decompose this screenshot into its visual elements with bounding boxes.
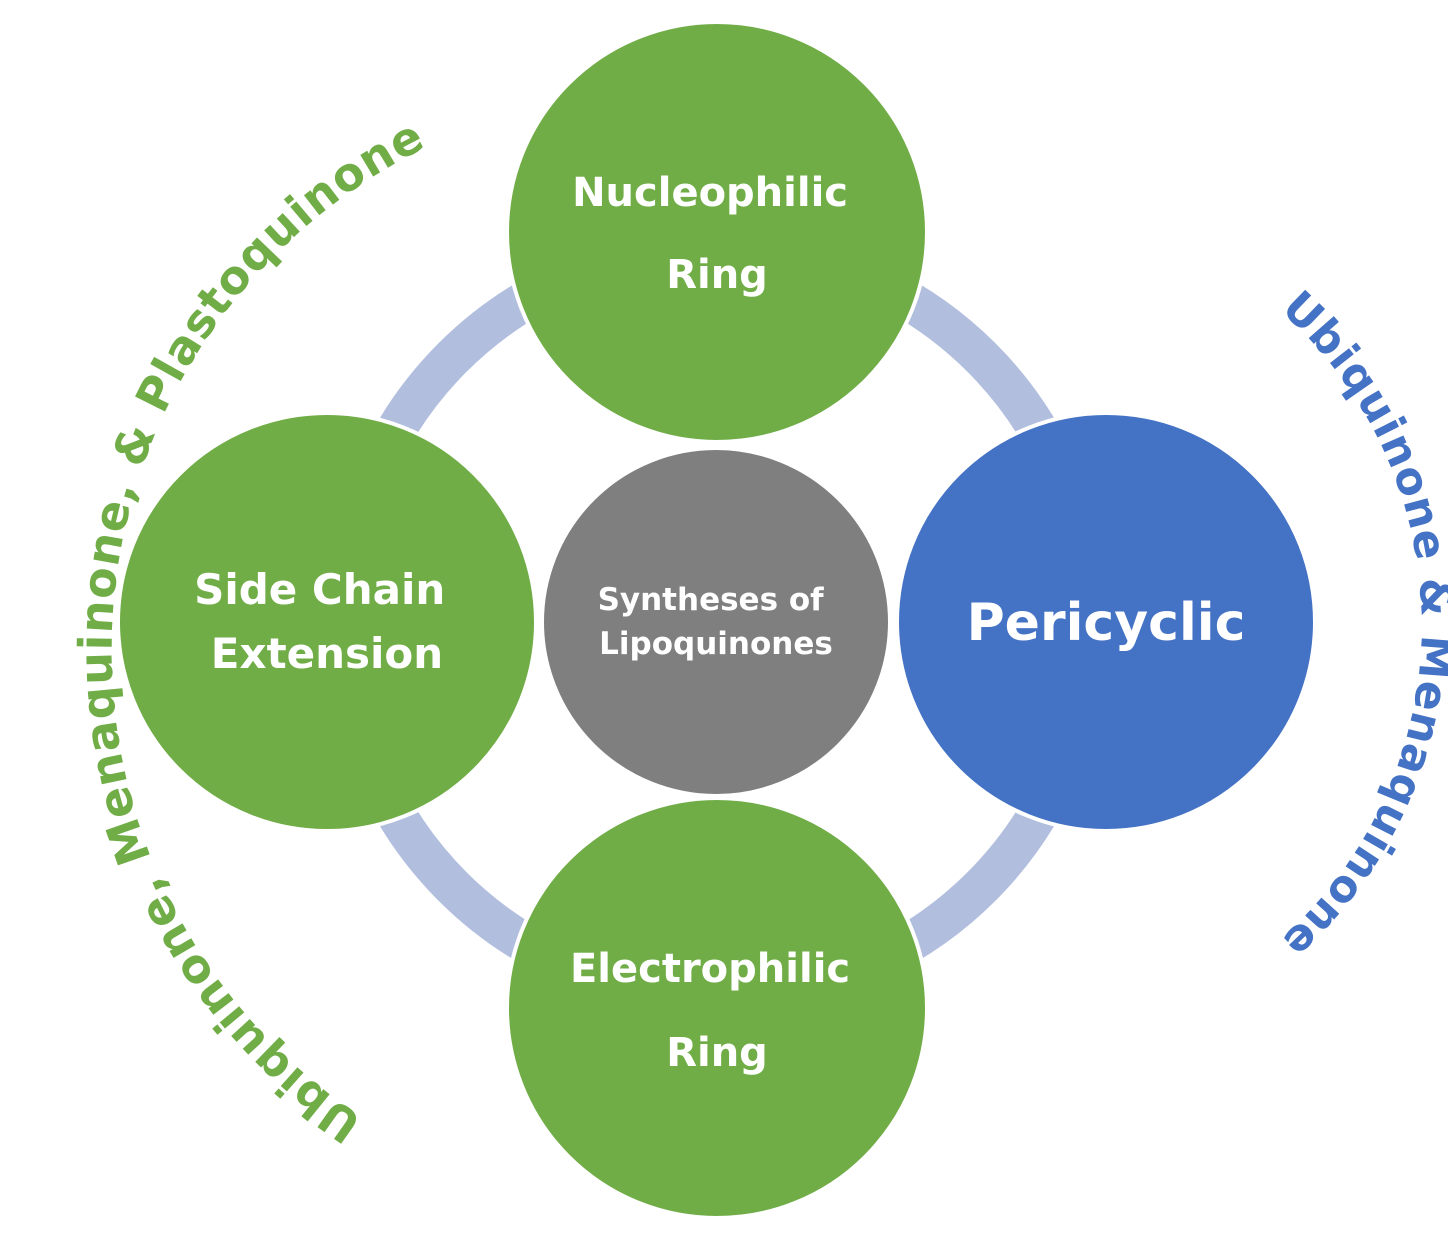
electrophilic-ring-line1: Electrophilic [570,946,850,992]
pericyclic-node: Pericyclic [895,411,1317,833]
nucleophilic-ring-label: Nucleophilic Ring [572,170,862,298]
pericyclic-circle [895,411,1317,833]
electrophilic-ring-circle [505,796,929,1220]
center-node-line1: Syntheses of [598,582,825,618]
center-node-label: Syntheses of Lipoquinones [598,582,835,662]
side-chain-extension-line1: Side Chain [194,565,445,614]
electrophilic-ring-label: Electrophilic Ring [570,946,864,1076]
electrophilic-ring-node: Electrophilic Ring [505,796,929,1220]
side-chain-extension-node: Side Chain Extension [116,411,538,833]
electrophilic-ring-line2: Ring [666,1030,768,1076]
side-chain-extension-circle [116,411,538,833]
center-node-circle [540,446,892,798]
pericyclic-line1: Pericyclic [967,593,1246,653]
nucleophilic-ring-line2: Ring [666,252,768,298]
nucleophilic-ring-line1: Nucleophilic [572,170,848,216]
center-node-line2: Lipoquinones [599,626,833,662]
pericyclic-label: Pericyclic [967,593,1246,653]
side-chain-extension-label: Side Chain Extension [194,565,460,678]
side-chain-extension-line2: Extension [211,629,443,678]
nucleophilic-ring-node: Nucleophilic Ring [505,20,929,444]
center-node: Syntheses of Lipoquinones [540,446,892,798]
nucleophilic-ring-circle [505,20,929,444]
